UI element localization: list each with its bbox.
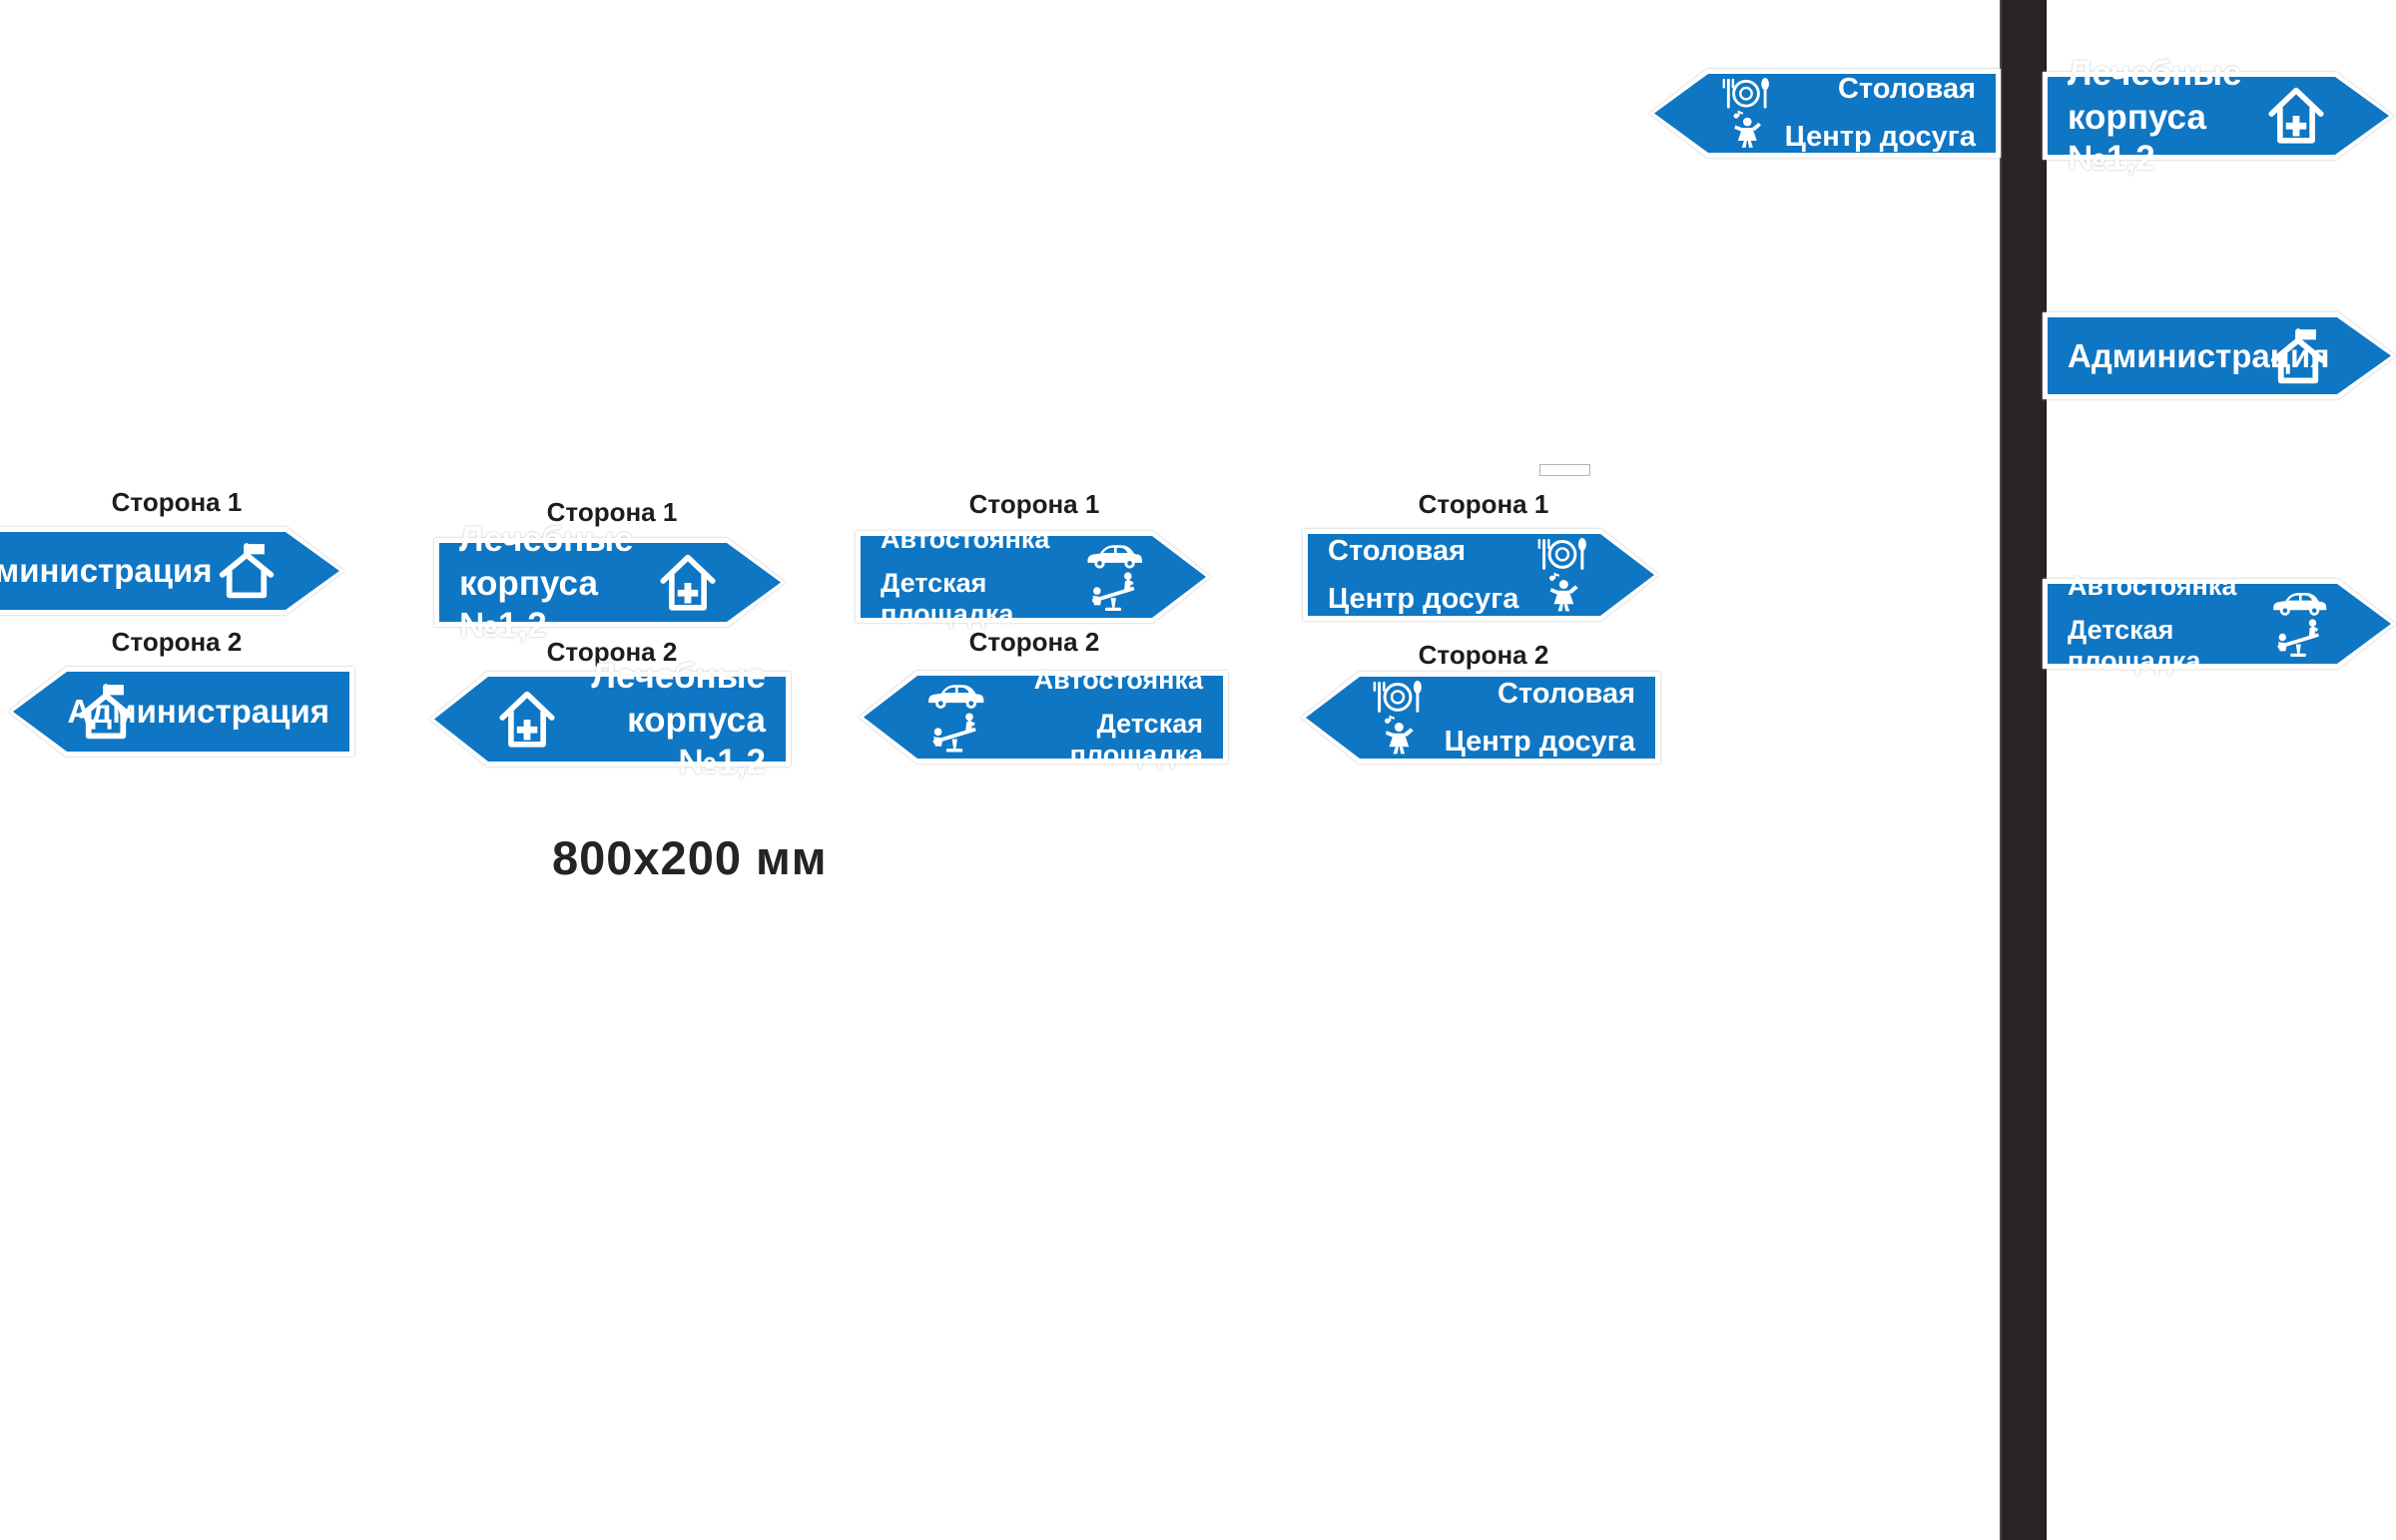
sign-panel <box>2048 317 2391 394</box>
sign-medical-side1: Лечебные корпуса №1,2 <box>434 520 786 645</box>
sign-dining-side2: Столовая Центр досуга <box>1301 672 1660 764</box>
sign-line: Детская площадка <box>1069 708 1203 770</box>
sign-panel <box>1308 534 1654 616</box>
house-flag-icon <box>2266 325 2330 387</box>
side-label: Сторона 1 <box>111 487 243 517</box>
sign-line: корпуса №1,2 <box>2068 97 2206 179</box>
sign-medical-mounted-right: Лечебные корпуса №1,2 <box>2043 54 2394 178</box>
dimension-label: 800x200 мм <box>552 831 828 884</box>
sign-line: корпуса №1,2 <box>627 701 766 781</box>
house-flag-icon <box>215 540 279 602</box>
seesaw-icon <box>929 712 981 756</box>
car-icon <box>925 679 985 712</box>
sign-panel <box>1306 677 1655 759</box>
sign-line: Лечебные <box>2068 53 2242 93</box>
sign-line: Лечебные <box>591 657 766 697</box>
sign-panel <box>1654 74 1996 153</box>
sign-panel <box>0 532 339 610</box>
sign-line: Столовая <box>1837 73 1976 105</box>
sign-medical-side2: Лечебные корпуса №1,2 <box>429 657 791 781</box>
sign-dining-side1: Столовая Центр досуга <box>1303 529 1659 621</box>
cutlery-icon <box>1534 537 1590 572</box>
car-icon <box>2269 587 2329 618</box>
sign-line: Автостоянка <box>1033 664 1203 695</box>
sign-admin-side2: Администрация <box>8 667 354 757</box>
sign-line: Автостоянка <box>2068 571 2237 601</box>
sign-parking-side1: Автостоянка Детская площадка <box>856 524 1211 629</box>
dancer-icon <box>1539 572 1585 613</box>
cutlery-icon <box>1370 680 1426 715</box>
sign-line: корпуса №1,2 <box>459 564 598 645</box>
side-label: Сторона 2 <box>1418 640 1549 670</box>
sign-panel <box>2048 584 2391 664</box>
sign-line: Центр досуга <box>1784 121 1976 153</box>
seesaw-icon <box>1088 571 1140 615</box>
sign-line: Центр досуга <box>1328 582 1519 615</box>
side-label: Сторона 2 <box>968 627 1100 657</box>
side-label: Сторона 1 <box>1418 489 1549 519</box>
cutlery-icon <box>1718 77 1774 110</box>
sign-panel <box>864 676 1223 759</box>
sign-line: Детская площадка <box>2068 615 2201 676</box>
car-icon <box>1084 539 1144 571</box>
sign-pole <box>2000 0 2047 1540</box>
sign-panel <box>13 672 349 752</box>
sign-line: Центр досуга <box>1444 725 1635 758</box>
dancer-icon <box>1375 715 1421 756</box>
sign-line: Администрация <box>0 552 213 589</box>
sign-line: Столовая <box>1497 677 1635 710</box>
sign-panel <box>434 677 786 762</box>
sign-admin-mounted-right: Администрация <box>2043 312 2396 399</box>
sign-line: Лечебные <box>459 520 634 560</box>
sign-line: Администрация <box>2068 336 2330 374</box>
sign-line: Автостоянка <box>881 524 1050 554</box>
house-cross-icon <box>2264 85 2328 147</box>
sign-line: Столовая <box>1328 534 1467 567</box>
sign-panel <box>2048 77 2389 155</box>
sign-parking-mounted-right: Автостоянка Детская площадка <box>2043 571 2396 676</box>
side-label: Сторона 2 <box>546 637 678 667</box>
sign-panel <box>439 543 781 622</box>
house-cross-icon <box>656 552 720 614</box>
house-cross-icon <box>495 689 559 751</box>
side-label: Сторона 1 <box>546 497 678 527</box>
sign-line: Детская площадка <box>881 568 1014 629</box>
house-flag-icon <box>74 681 138 743</box>
sign-admin-side1: Администрация <box>0 527 344 615</box>
sign-panel <box>861 536 1206 618</box>
dancer-icon <box>1723 110 1769 150</box>
sign-dining-mounted-left: Столовая Центр досуга <box>1649 69 2001 158</box>
sign-parking-side2: Автостоянка Детская площадка <box>859 665 1228 770</box>
side-label: Сторона 1 <box>968 489 1100 519</box>
side-label: Сторона 2 <box>111 627 243 657</box>
small-rectangle <box>1539 464 1590 476</box>
seesaw-icon <box>2273 618 2325 661</box>
